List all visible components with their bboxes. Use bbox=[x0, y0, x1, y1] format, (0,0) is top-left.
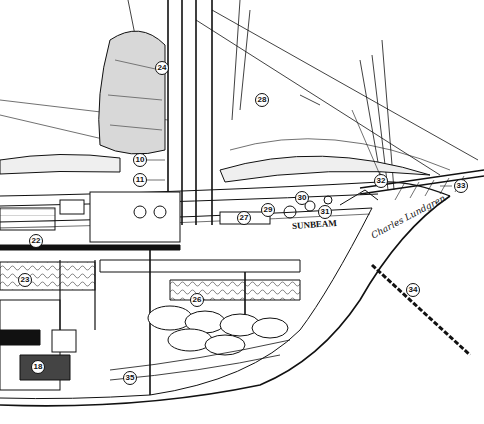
callout-text: 33 bbox=[457, 182, 466, 190]
callout-text: 10 bbox=[136, 156, 145, 164]
callout-text: 26 bbox=[193, 296, 202, 304]
callout-number: 31 bbox=[318, 205, 333, 220]
callout-text: 23 bbox=[21, 276, 30, 284]
callout-text: 28 bbox=[258, 96, 267, 104]
callout-text: 24 bbox=[158, 64, 167, 72]
callout-text: 18 bbox=[34, 363, 43, 371]
callout-number: 34 bbox=[406, 283, 421, 298]
callout-text: 35 bbox=[126, 374, 135, 382]
callout-number: 30 bbox=[295, 191, 310, 206]
callout-number: 32 bbox=[374, 174, 389, 189]
callout-text: 31 bbox=[321, 208, 330, 216]
callout-text: 29 bbox=[264, 206, 273, 214]
callout-number: 33 bbox=[454, 179, 469, 194]
callout-text: 22 bbox=[32, 237, 41, 245]
callout-number: 29 bbox=[261, 203, 276, 218]
callout-number: 35 bbox=[123, 371, 138, 386]
callout-number: 11 bbox=[133, 173, 147, 187]
callout-text: 34 bbox=[409, 286, 418, 294]
callout-text: 32 bbox=[377, 177, 386, 185]
callout-number: 26 bbox=[190, 293, 205, 308]
callout-text: 11 bbox=[136, 176, 144, 184]
callout-number: 28 bbox=[255, 93, 270, 108]
callout-text: 30 bbox=[298, 194, 307, 202]
callout-number: 10 bbox=[133, 153, 148, 168]
hull-name: SUNBEAM bbox=[292, 219, 338, 231]
callout-text: 27 bbox=[240, 214, 249, 222]
